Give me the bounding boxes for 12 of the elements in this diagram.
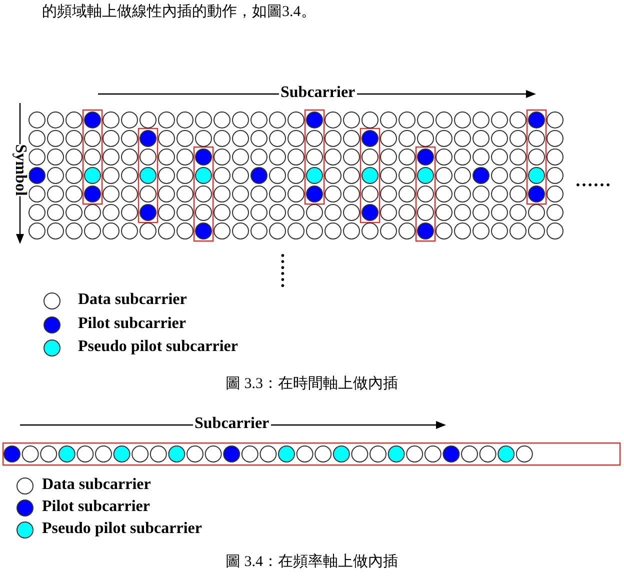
figure-caption: 圖 3.3：在時間軸上做內插 — [226, 374, 398, 393]
legend-label: Data subcarrier — [42, 476, 151, 494]
ellipsis: …… — [575, 170, 611, 191]
axis-label: Symbol — [10, 144, 29, 196]
legend-label: Pseudo pilot subcarrier — [42, 520, 202, 538]
body-text: 的頻域軸上做線性內插的動作，如圖3.4。 — [42, 2, 316, 21]
legend-label: Pilot subcarrier — [42, 498, 150, 516]
legend-label: Data subcarrier — [78, 291, 187, 309]
legend-label: Pseudo pilot subcarrier — [78, 338, 238, 356]
figure-caption: 圖 3.4：在頻率軸上做內插 — [226, 552, 398, 571]
ellipsis: …… — [276, 252, 298, 288]
legend-label: Pilot subcarrier — [78, 315, 186, 333]
